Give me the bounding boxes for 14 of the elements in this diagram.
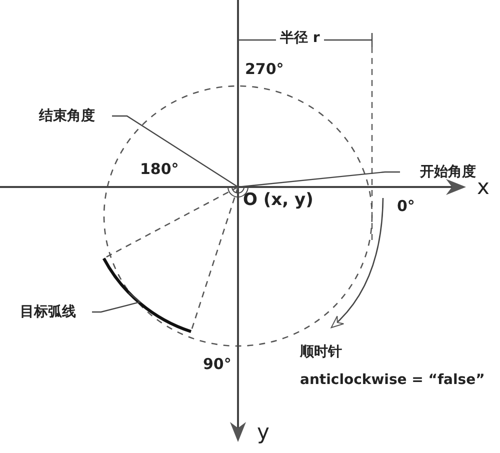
parameter-label: anticlockwise = “false” xyxy=(300,372,485,390)
leader-line xyxy=(92,292,142,313)
callout-text: 目标弧线 xyxy=(4,302,92,322)
origin-label: O (x, y) xyxy=(243,190,314,212)
angle-label: 180° xyxy=(140,160,179,179)
dimension-label: 半径 r xyxy=(276,30,324,48)
target-arc xyxy=(102,258,192,333)
axis-label: y xyxy=(257,419,270,446)
leader-line xyxy=(112,115,400,188)
angle-label: 270° xyxy=(245,60,284,79)
angle-label: 0° xyxy=(397,197,415,216)
direction-label: 顺时针 xyxy=(300,344,342,362)
callout-text: 结束角度 xyxy=(22,106,112,126)
angle-label: 90° xyxy=(203,355,232,374)
